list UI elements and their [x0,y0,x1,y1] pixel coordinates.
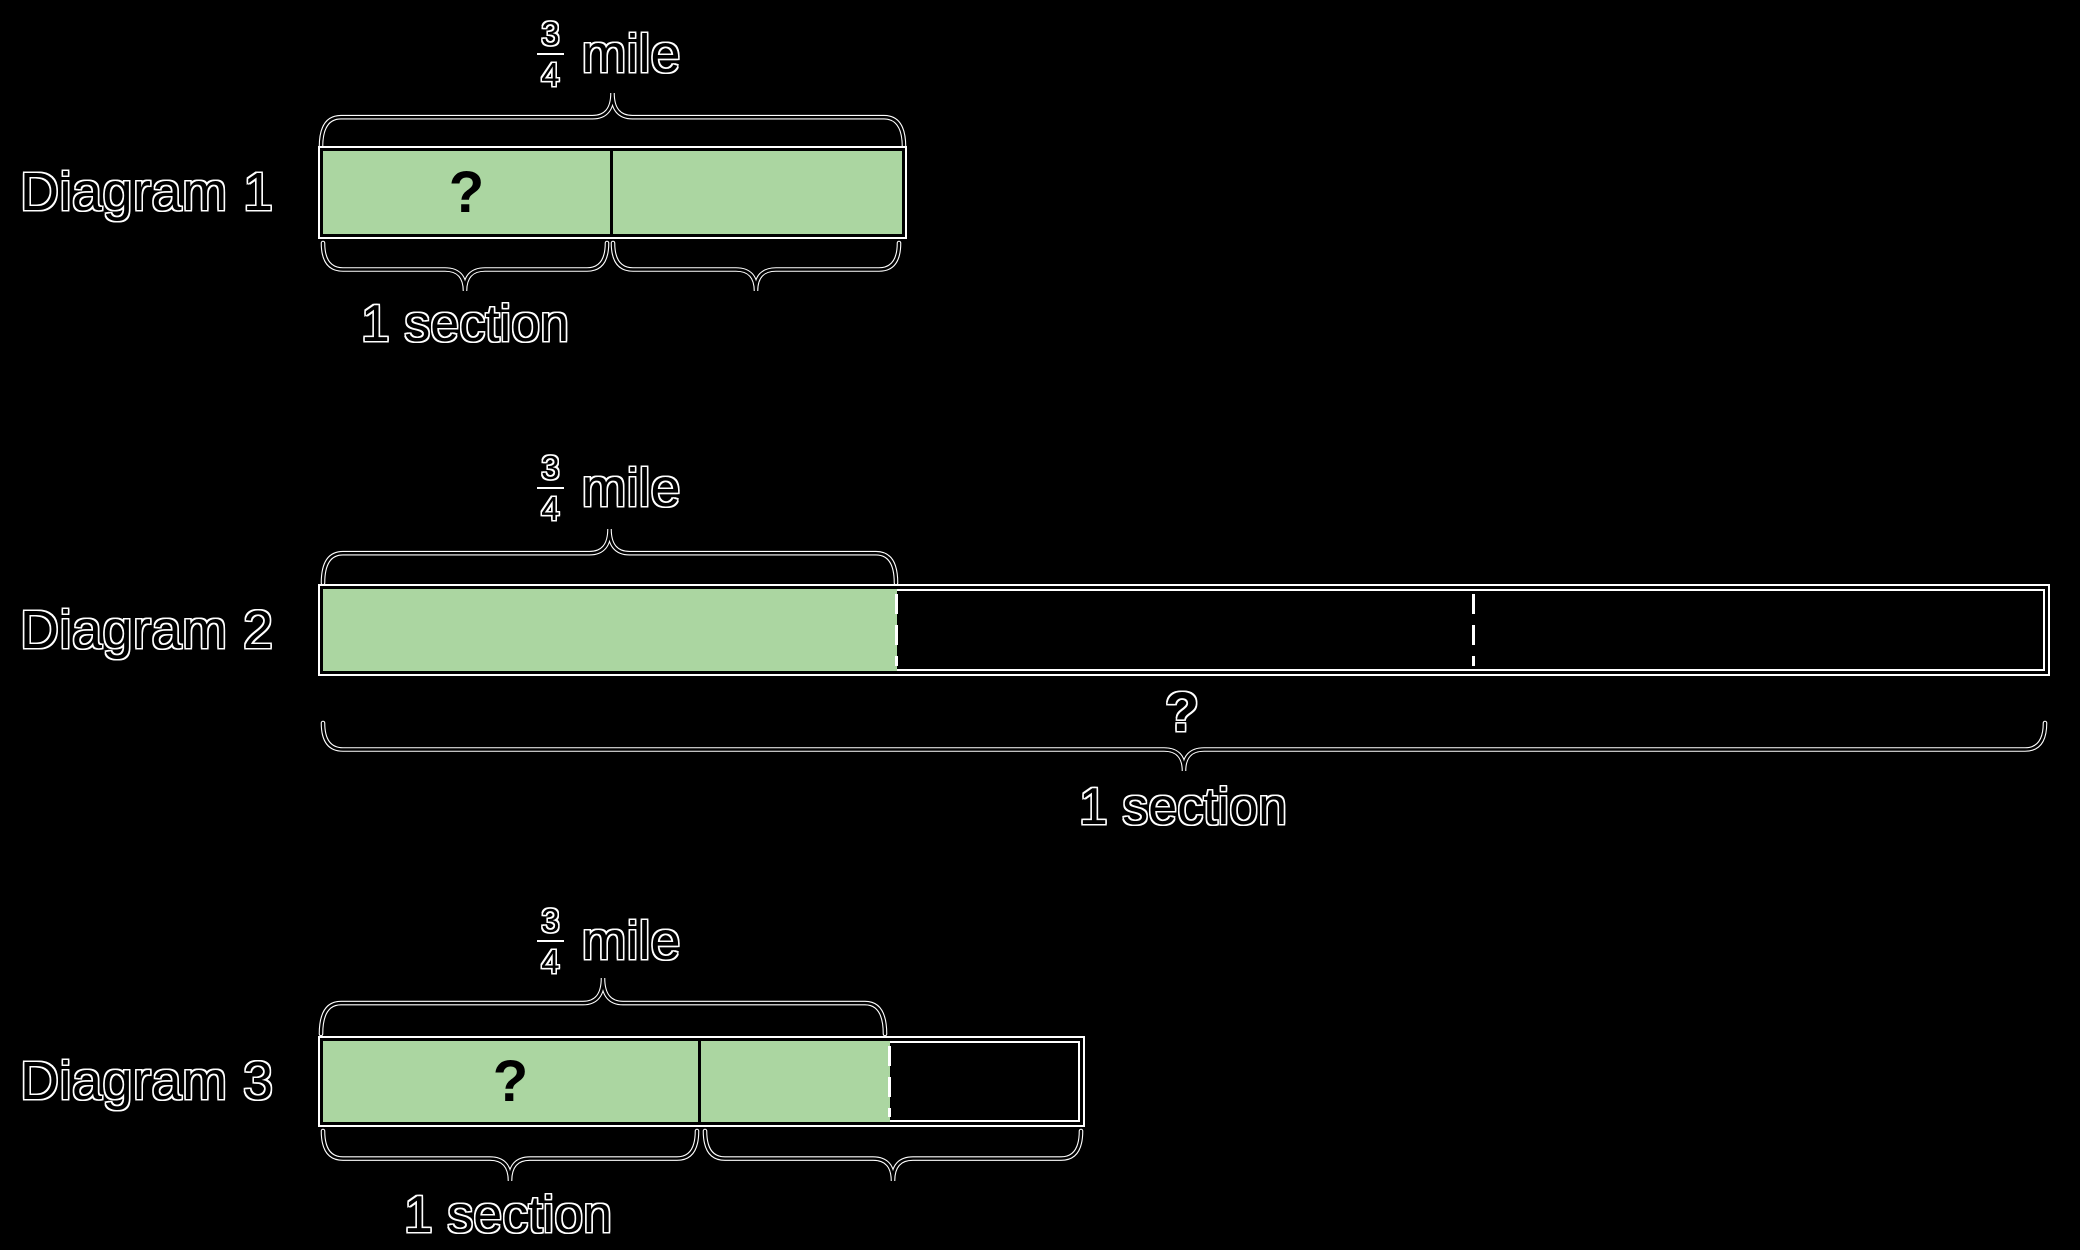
fraction-bar [536,486,564,490]
fraction: 3 4 [533,448,567,528]
fraction-bar [536,939,564,943]
tape-green-cell-1 [323,1041,698,1122]
diagram-2-tape-bar [320,586,2048,674]
diagram-3-question-mark: ? [492,1049,529,1114]
fraction-denominator: 4 [541,490,560,528]
diagram-1-distance-brace [318,92,907,150]
diagram-1-question-mark: ? [448,160,485,225]
fraction-denominator: 4 [541,943,560,981]
diagram-2-section-label: 1 section [1078,778,1288,836]
diagram-1-section-brace-1 [320,240,610,292]
cell-divider [610,151,613,234]
dashed-divider [888,1046,891,1117]
fraction-denominator: 4 [541,56,560,94]
fraction: 3 4 [533,14,567,94]
diagram-3-distance-brace [318,977,888,1037]
cell-divider [698,1041,701,1122]
diagram-2-title: Diagram 2 [20,600,274,660]
diagram-3-section-label: 1 section [403,1186,613,1244]
distance-unit: mile [581,24,681,84]
diagram-1-title: Diagram 1 [20,162,274,222]
diagram-1-distance-label: 3 4 mile [512,16,702,92]
dashed-divider [1472,594,1475,666]
diagram-3-section-brace-1 [320,1128,700,1182]
diagram-2-distance-label: 3 4 mile [512,450,702,526]
diagram-3-title: Diagram 3 [20,1051,274,1111]
diagram-1-tape-bar: ? [320,148,905,237]
diagram-3-section-brace-2 [702,1128,1084,1182]
dashed-divider [895,594,898,666]
distance-unit: mile [581,911,681,971]
tape-green-cell-2 [701,1041,890,1122]
diagram-3-distance-label: 3 4 mile [512,903,702,979]
tape-green-segment [323,589,897,671]
diagram-3-tape-bar: ? [320,1038,1083,1125]
fraction-bar [536,52,564,56]
diagram-1-section-label: 1 section [360,295,570,353]
diagram-2-question-mark: ? [1164,680,1200,743]
fraction-numerator: 3 [541,14,560,52]
diagram-2-distance-brace [320,528,899,586]
distance-unit: mile [581,458,681,518]
fraction: 3 4 [533,901,567,981]
fraction-numerator: 3 [541,448,560,486]
fraction-numerator: 3 [541,901,560,939]
diagram-1-section-brace-2 [610,240,902,292]
